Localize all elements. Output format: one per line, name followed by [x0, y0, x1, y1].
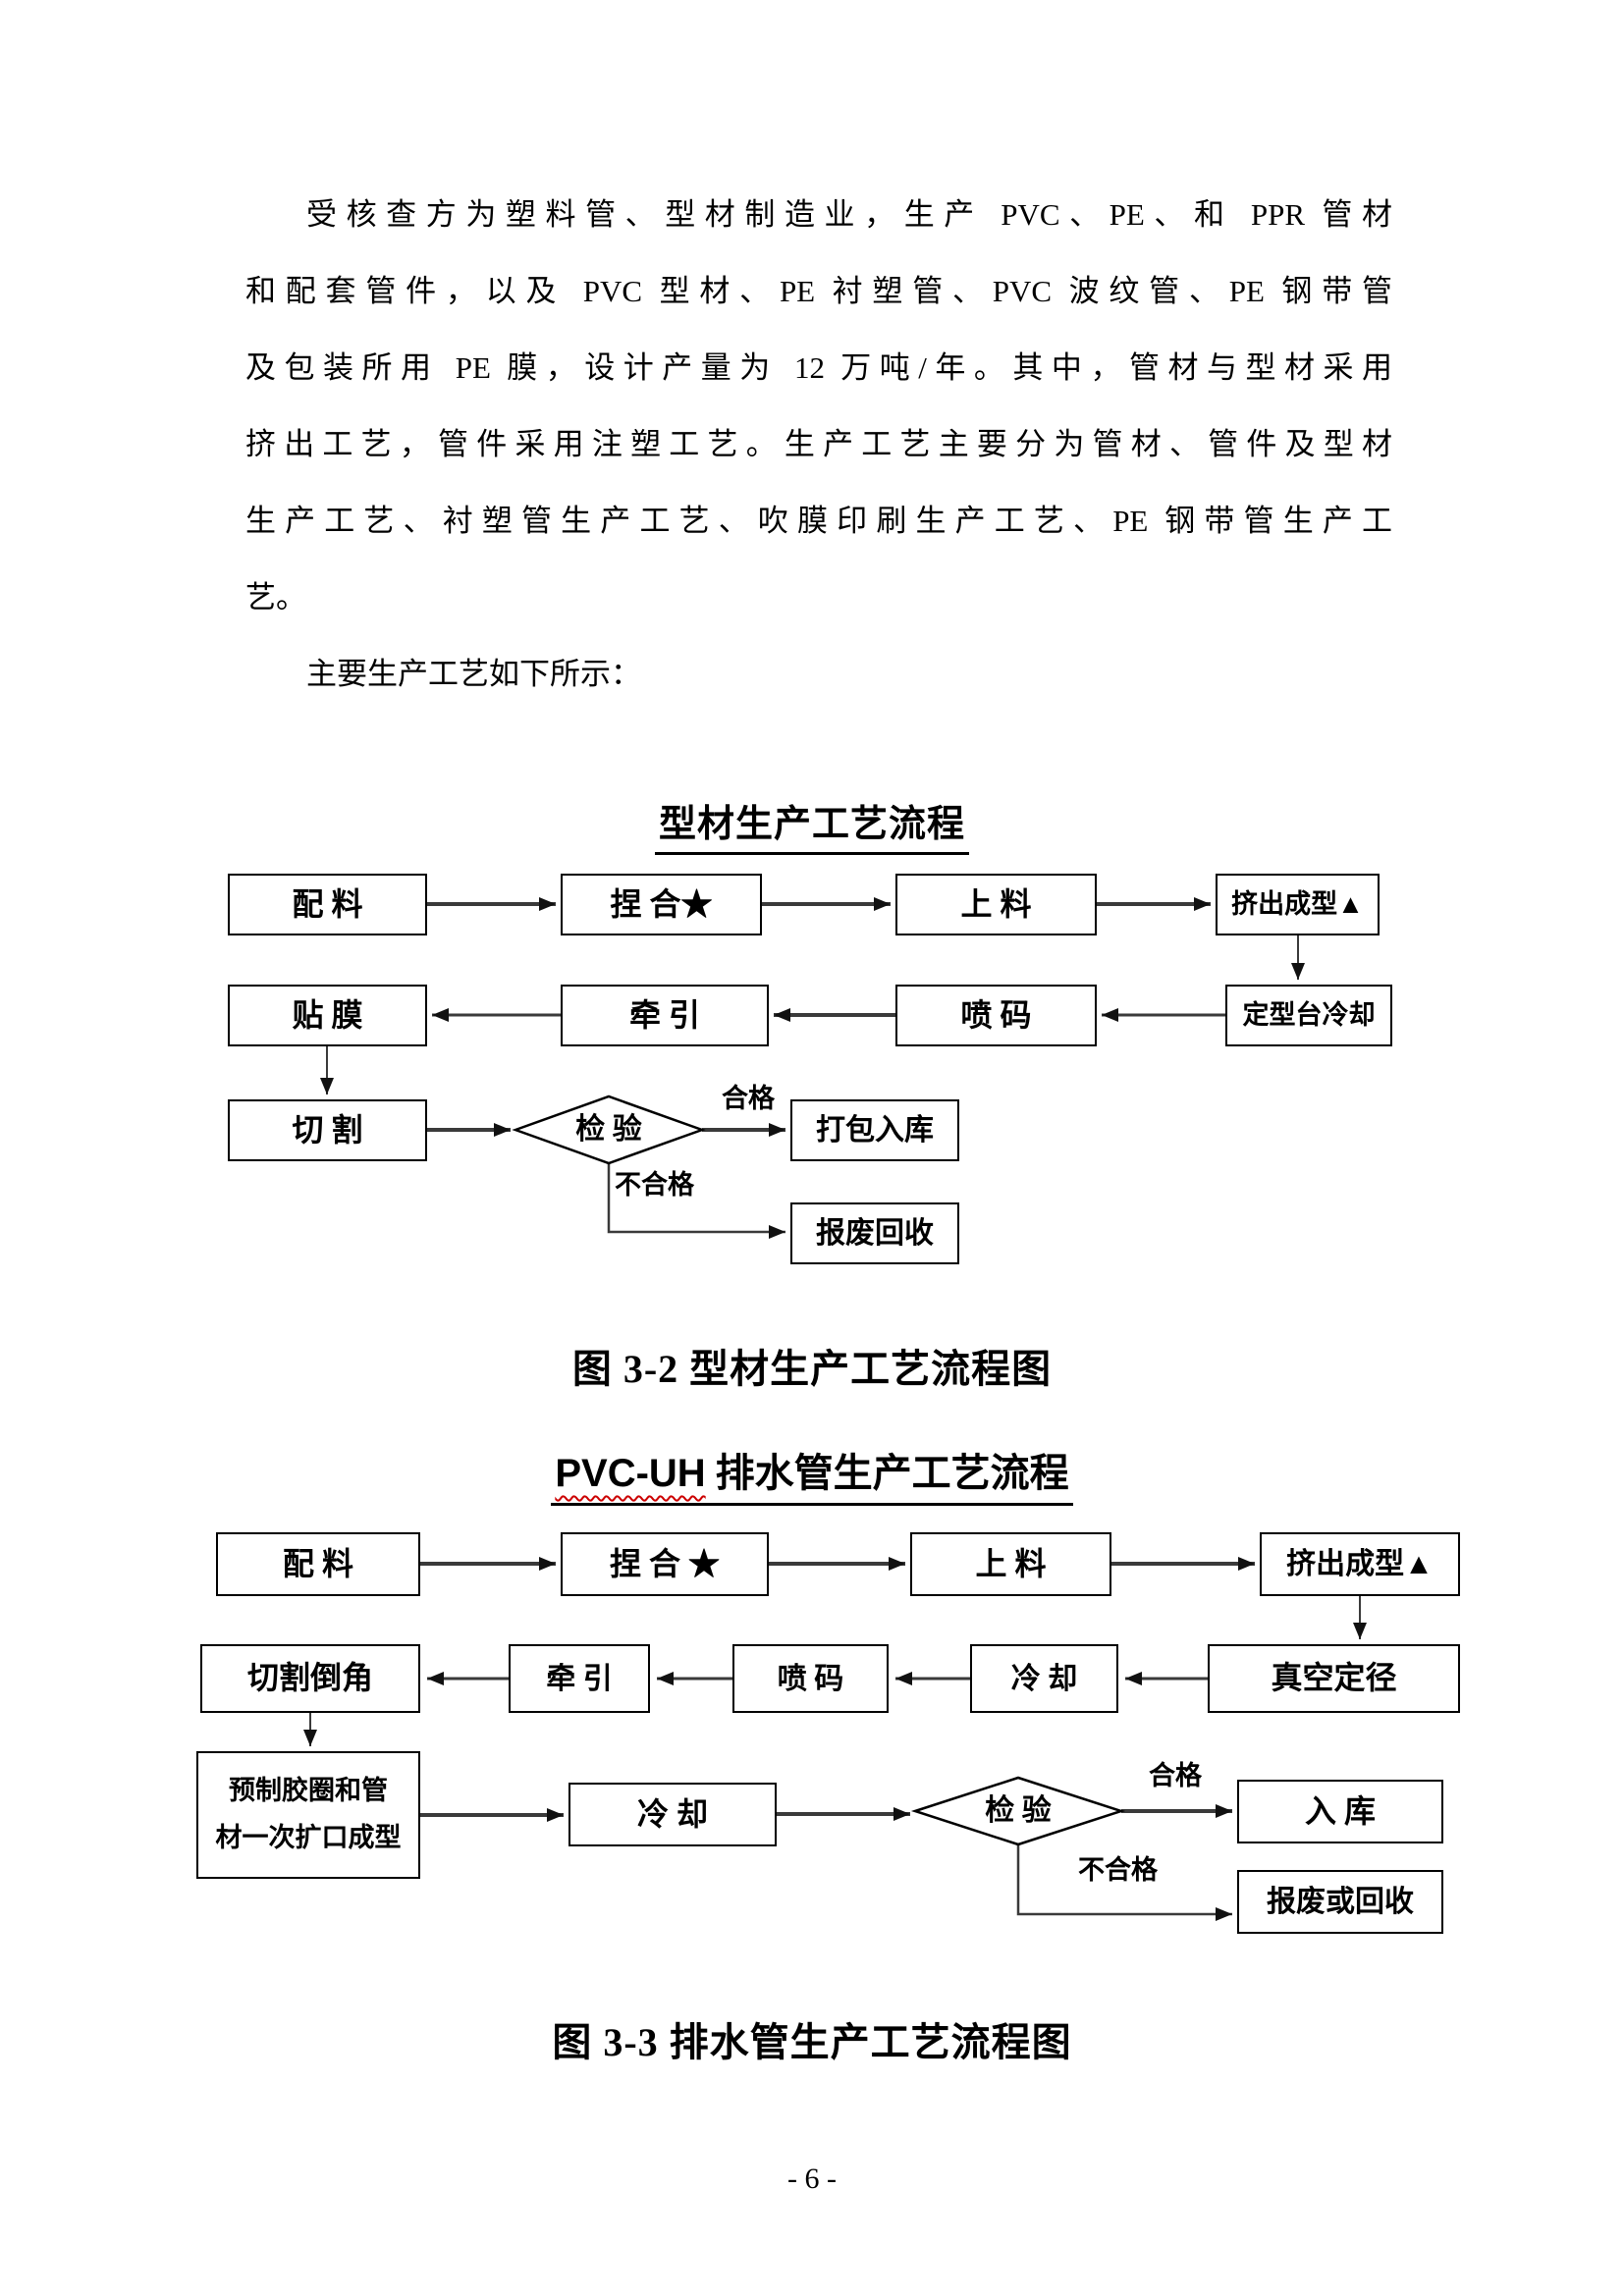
- flow-node-tiemo: 贴 膜: [228, 985, 427, 1046]
- flow-node-shangliao: 上 料: [895, 874, 1097, 935]
- edge-label-pass-2: 合格: [1149, 1761, 1202, 1790]
- flow-node-niehe: 捏 合★: [561, 874, 762, 935]
- flow-node-qianyin-2: 牵 引: [509, 1644, 650, 1713]
- edge-label-fail: 不合格: [615, 1170, 694, 1200]
- flow-node-qiegedaojiao: 切割倒角: [200, 1644, 420, 1713]
- chart1-connectors: [320, 897, 1305, 1239]
- edge-label-fail-2: 不合格: [1078, 1855, 1158, 1885]
- paragraph-line: 受核查方为塑料管、型材制造业，生产 PVC、PE、和 PPR 管材: [306, 197, 1392, 232]
- chart2-title-latin: PVC-UH: [555, 1452, 706, 1495]
- paragraph-line: 主要生产工艺如下所示：: [306, 657, 641, 691]
- paragraph-line: 挤出工艺，管件采用注塑工艺。生产工艺主要分为管材、管件及型材: [245, 427, 1392, 461]
- yuzhi-line-2: 材一次扩口成型: [215, 1823, 402, 1853]
- flow-node-penma-2: 喷 码: [732, 1644, 889, 1713]
- flow-node-lengque-a: 冷 却: [970, 1644, 1118, 1713]
- figure-caption-3-2: 图 3-2 型材生产工艺流程图: [571, 1347, 1053, 1391]
- flow-node-baofeihuohuishou: 报废或回收: [1237, 1870, 1443, 1934]
- flow-node-dingxingtai: 定型台冷却: [1225, 985, 1392, 1046]
- flow-node-yuzhijiaoguan: 预制胶圈和管 材一次扩口成型: [196, 1751, 420, 1879]
- flow-decision-jianyan: 检 验: [575, 1113, 642, 1146]
- figure-caption-3-3: 图 3-3 排水管生产工艺流程图: [552, 2020, 1072, 2064]
- flow-node-penma: 喷 码: [895, 985, 1097, 1046]
- chart2-title: PVC-UH 排水管生产工艺流程: [551, 1441, 1073, 1506]
- flow-node-jichuchengxing-2: 挤出成型▲: [1260, 1532, 1460, 1596]
- flow-node-baofeihuishou: 报废回收: [790, 1202, 959, 1264]
- flow-node-lengque-b: 冷 却: [568, 1783, 777, 1846]
- chart2-title-zh: 排水管生产工艺流程: [705, 1451, 1069, 1495]
- flow-node-niehe-2: 捏 合 ★: [561, 1532, 769, 1596]
- paragraph-line: 及包装所用 PE 膜，设计产量为 12 万吨/年。其中，管材与型材采用: [245, 350, 1392, 385]
- yuzhi-line-1: 预制胶圈和管: [229, 1776, 388, 1806]
- paragraph-line: 和配套管件，以及 PVC 型材、PE 衬塑管、PVC 波纹管、PE 钢带管: [245, 274, 1392, 308]
- chart2-connectors: [303, 1557, 1367, 1921]
- paragraph-line: 生产工艺、衬塑管生产工艺、吹膜印刷生产工艺、PE 钢带管生产工: [245, 504, 1392, 538]
- body-paragraph: 受核查方为塑料管、型材制造业，生产 PVC、PE、和 PPR 管材 和配套管件，…: [245, 177, 1392, 713]
- flow-node-jichuchengxing: 挤出成型▲: [1216, 874, 1380, 935]
- paragraph-line: 艺。: [245, 580, 306, 614]
- flow-node-zhenkongdingjing: 真空定径: [1208, 1644, 1460, 1713]
- flow-decision-jianyan-2: 检 验: [985, 1794, 1052, 1827]
- flow-node-dabaoruku: 打包入库: [790, 1099, 959, 1161]
- flow-node-peiliao-2: 配 料: [216, 1532, 420, 1596]
- chart1-title-row: 型材生产工艺流程: [0, 793, 1624, 855]
- edge-label-pass: 合格: [722, 1084, 775, 1113]
- flow-node-peiliao: 配 料: [228, 874, 427, 935]
- page-number: - 6 -: [787, 2163, 837, 2195]
- chart1-title: 型材生产工艺流程: [654, 793, 969, 855]
- flow-node-qianyin: 牵 引: [561, 985, 769, 1046]
- flow-node-ruku: 入 库: [1237, 1780, 1443, 1843]
- flow-node-shangliao-2: 上 料: [910, 1532, 1111, 1596]
- chart2-title-row: PVC-UH 排水管生产工艺流程: [0, 1441, 1624, 1506]
- flow-node-qiege: 切 割: [228, 1099, 427, 1161]
